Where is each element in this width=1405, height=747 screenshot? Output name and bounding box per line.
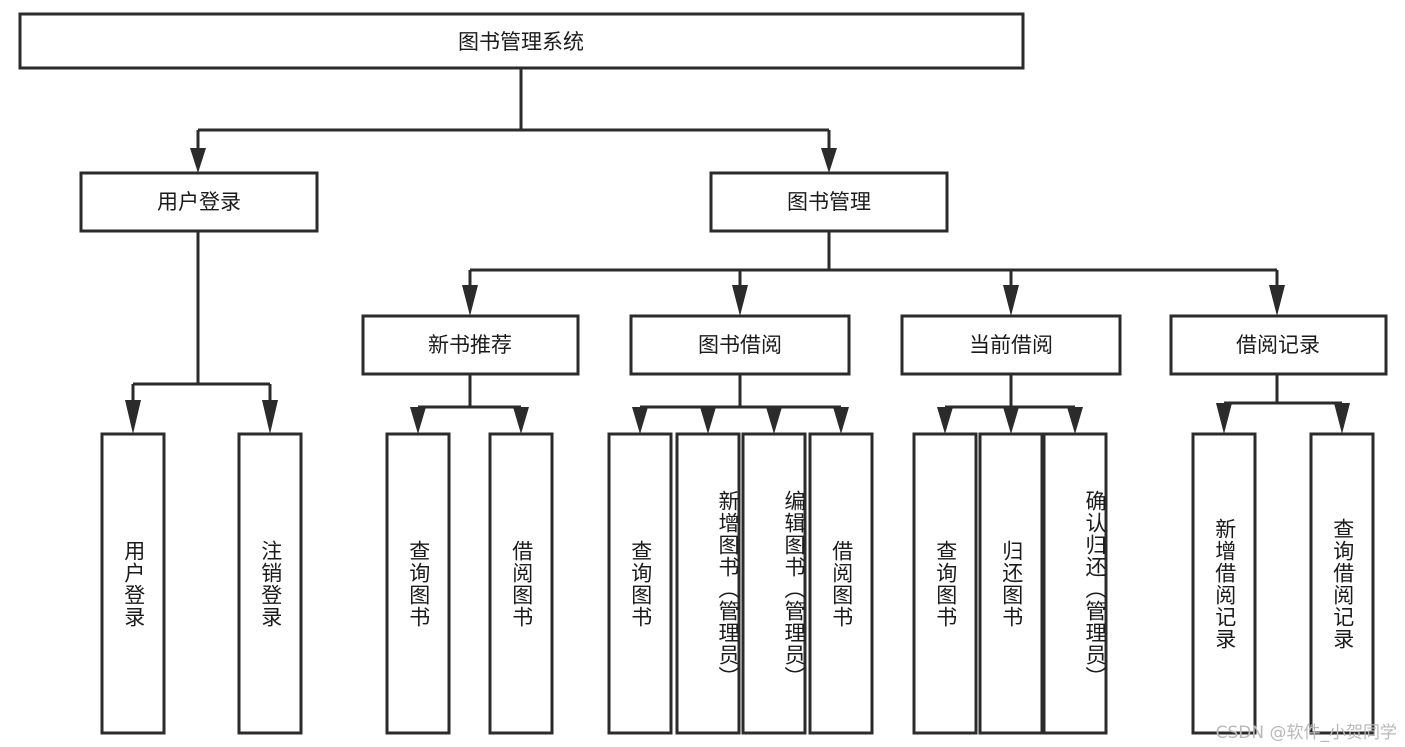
arrowhead-leaf-logout [262,400,278,434]
node-user-login-box[interactable] [79,171,319,233]
node-leaf-query-book-2-box[interactable] [607,432,673,735]
node-book-borrow-box[interactable] [629,314,851,376]
arrowhead-new-book-rec [462,285,478,316]
node-root[interactable]: 图书管理系统 [18,12,1025,70]
arrowhead-leaf-return-book [1003,407,1019,434]
arrowhead-leaf-edit-book [766,407,782,434]
node-leaf-add-record-box[interactable] [1191,432,1257,735]
connector-group-book-borrow [632,374,849,434]
node-current-borrow[interactable]: 当前借阅 [900,314,1122,376]
connector-group-book-manage [462,231,1285,316]
node-leaf-query-record-box[interactable] [1309,432,1375,735]
node-root-label: 图书管理系统 [458,30,584,54]
node-user-login[interactable]: 用户登录 [79,171,319,233]
node-leaf-query-book-3-box[interactable] [912,432,978,735]
node-book-manage[interactable]: 图书管理 [709,171,949,233]
node-root-box[interactable] [18,12,1025,70]
node-book-manage-box[interactable] [709,171,949,233]
arrowhead-book-manage [821,148,837,173]
node-leaf-confirm-return-box[interactable] [1042,432,1108,735]
node-borrow-record[interactable]: 借阅记录 [1169,314,1388,376]
node-leaf-edit-book-box[interactable] [741,432,807,735]
node-leaf-add-book-box[interactable] [675,432,741,735]
arrowhead-leaf-confirm-return [1067,407,1083,434]
node-borrow-record-label: 借阅记录 [1236,333,1320,357]
node-book-manage-label: 图书管理 [787,190,871,214]
node-new-book-rec[interactable]: 新书推荐 [361,314,580,376]
arrowhead-leaf-borrow-book-2 [833,407,849,434]
connector-group-current-borrow [937,374,1083,434]
node-leaf-user-login-box[interactable] [100,432,166,735]
node-leaf-query-book-1-box[interactable] [385,432,451,735]
node-book-borrow[interactable]: 图书借阅 [629,314,851,376]
arrowhead-leaf-query-record [1334,403,1350,434]
connector-group-new-book-rec [410,374,529,434]
arrowhead-leaf-user-login [125,400,141,434]
node-new-book-rec-box[interactable] [361,314,580,376]
connector-group-root [190,68,837,173]
node-user-login-label: 用户登录 [157,190,241,214]
arrowhead-leaf-query-book-1 [410,407,426,434]
arrowhead-current-borrow [1003,285,1019,316]
node-leaf-logout-box[interactable] [237,432,303,735]
arrowhead-leaf-query-book-3 [937,407,953,434]
arrowhead-user-login [190,148,206,173]
node-leaf-borrow-book-2-box[interactable] [808,432,874,735]
node-leaf-return-book-box[interactable] [978,432,1044,735]
node-book-borrow-label: 图书借阅 [698,333,782,357]
arrowhead-book-borrow [732,285,748,316]
node-leaf-borrow-book-1-box[interactable] [488,432,554,735]
arrowhead-leaf-add-record [1216,403,1232,434]
arrowhead-leaf-borrow-book-1 [513,407,529,434]
node-current-borrow-label: 当前借阅 [969,333,1053,357]
node-current-borrow-box[interactable] [900,314,1122,376]
connector-group-borrow-record [1216,374,1350,434]
arrowhead-borrow-record [1269,285,1285,316]
node-new-book-rec-label: 新书推荐 [428,333,512,357]
connector-group-user-login [125,231,278,434]
arrowhead-leaf-query-book-2 [632,407,648,434]
arrowhead-leaf-add-book [700,407,716,434]
node-borrow-record-box[interactable] [1169,314,1388,376]
csdn-watermark: CSDN @软件_小贺同学 [1215,723,1397,743]
